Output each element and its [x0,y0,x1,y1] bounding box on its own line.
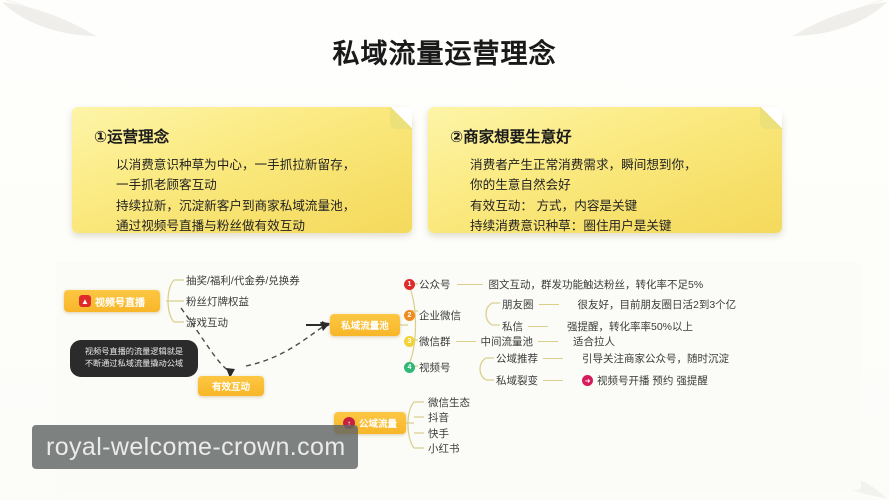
card1-heading: ①运营理念 [94,129,170,146]
node-video-livestream[interactable]: ▲ 视频号直播 [64,290,160,312]
connector-dash [543,380,563,381]
page-title: 私域流量运营理念 [332,39,557,69]
channel-4-sub-2: 私域裂变 ➜ 视频号开播 预约 强提醒 [496,373,708,388]
badge-4: 4 [404,362,415,373]
channel-2-sub-1: 朋友圈 很友好，目前朋友圈日活2到3个亿 [502,297,736,312]
channel-enterprise-wechat[interactable]: 2 企业微信 [404,308,461,323]
node-private-traffic-pool[interactable]: 私域流量池 [330,314,400,336]
badge-3: 3 [404,336,415,347]
livestream-icon: ▲ [79,295,91,307]
node-pool-label: 私域流量池 [341,321,389,332]
channel-4-sub-2-name: 私域裂变 [496,375,538,387]
card2-line-2: 你的生意自然会好 [470,178,571,193]
channel-3-label: 微信群 [419,336,451,348]
channel-2-label: 企业微信 [419,310,461,322]
channel-2-sub-1-name: 朋友圈 [502,299,534,311]
node-interaction-label: 有效互动 [211,382,250,393]
card1-line-4: 通过视频号直播与粉丝做有效互动 [116,219,305,234]
badge-2: 2 [404,310,415,321]
public-item-4: 小红书 [428,443,460,455]
card1-line-3: 持续拉新，沉淀新客户到商家私域流量池， [116,198,356,213]
card2-line-4: 持续消费意识种草：圈住用户是关键 [470,219,672,234]
channel-4-sub-1: 公域推荐 引导关注商家公众号，随时沉淀 [496,351,729,366]
watermark: royal-welcome-crown.com [32,425,358,469]
channel-2-sub-1-desc: 很友好，目前朋友圈日活2到3个亿 [577,299,737,311]
channel-official-account[interactable]: 1 公众号 图文互动，群发功能触达粉丝，转化率不足5% [404,277,703,292]
channel-video-account[interactable]: 4 视频号 [404,360,451,375]
card1-line-2: 一手抓老顾客互动 [116,178,217,193]
channel-2-sub-2-name: 私信 [502,321,523,333]
connector-dash [528,326,548,327]
public-item-3: 快手 [428,428,449,440]
tooltip-line-2: 不断通过私域流量撬动公域 [84,359,184,369]
channel-4-sub-1-name: 公域推荐 [496,353,538,365]
card2-line-3: 有效互动： 方式，内容是关键 [470,198,638,213]
node-effective-interaction[interactable]: 有效互动 [198,376,264,396]
channel-3-sub-1-name: 中间流量池 [480,336,534,348]
card1-line-1: 以消费意识种草为中心，一手抓拉新留存， [116,158,356,172]
live-tip-2: 粉丝灯牌权益 [186,296,249,308]
connector-dash [543,358,563,359]
channel-4-label: 视频号 [419,362,451,374]
channel-4-sub-2-desc: 视频号开播 预约 强提醒 [597,375,708,387]
live-tip-3: 游戏互动 [186,317,228,329]
tooltip-livestream-logic: 视频号直播的流量逻辑就是 不断通过私域流量撬动公域 [70,340,198,377]
concept-card-merchant-goals: ②商家想要生意好 消费者产生正常消费需求，瞬间想到你， 你的生意自然会好 有效互… [428,107,782,233]
public-item-2: 抖音 [428,412,449,424]
arrow-right-icon: ➜ [582,375,593,386]
channel-3-sub-1-desc: 适合拉人 [573,336,615,348]
concept-card-operating-philosophy: ①运营理念 以消费意识种草为中心，一手抓拉新留存， 一手抓老顾客互动 持续拉新，… [72,107,412,233]
channel-wechat-group[interactable]: 3 微信群 中间流量池 适合拉人 [404,334,615,349]
channel-1-sub-1-desc: 图文互动，群发功能触达粉丝，转化率不足5% [488,279,704,291]
connector-dash [456,284,483,285]
channel-2-sub-2: 私信 强提醒，转化率率50%以上 [502,319,693,334]
live-tip-1: 抽奖/福利/代金券/兑换券 [186,275,300,287]
channel-4-sub-1-desc: 引导关注商家公众号，随时沉淀 [582,353,729,365]
badge-1: 1 [404,279,415,290]
connector-dash [538,341,558,342]
channel-1-label: 公众号 [419,279,451,291]
channel-2-sub-2-desc: 强提醒，转化率率50%以上 [567,321,694,333]
card2-line-1: 消费者产生正常消费需求，瞬间想到你， [470,158,697,172]
connector-dash [538,304,559,305]
card2-heading: ②商家想要生意好 [450,129,572,146]
connector-dash [455,341,476,342]
public-item-1: 微信生态 [428,397,470,409]
tooltip-line-1: 视频号直播的流量逻辑就是 [84,347,184,356]
node-live-label: 视频号直播 [95,297,145,309]
node-public-label: 公域流量 [358,419,397,430]
